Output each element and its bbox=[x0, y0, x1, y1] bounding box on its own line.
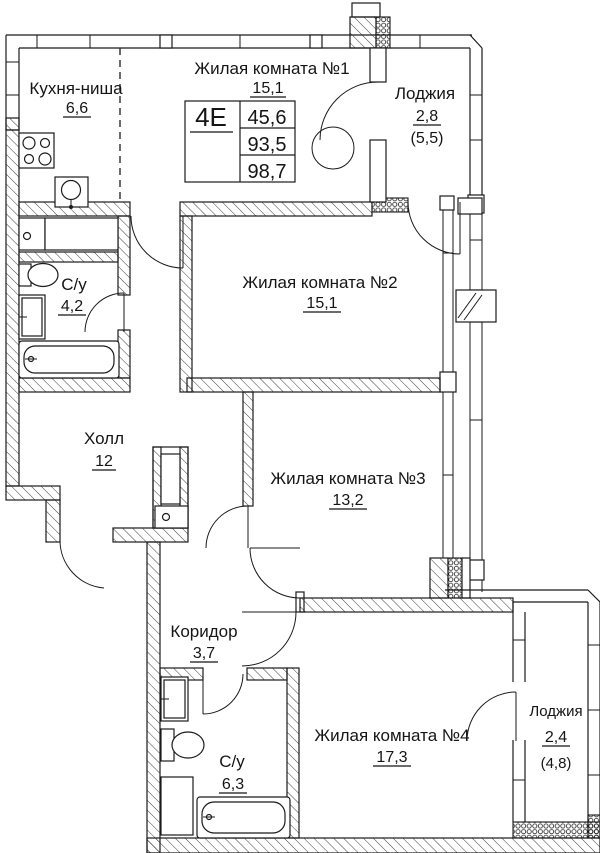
svg-text:Кухня-ниша: Кухня-ниша bbox=[29, 79, 123, 98]
room1-loggia-door-arc bbox=[319, 81, 379, 141]
exterior-walls bbox=[5, 2, 600, 853]
room4-label: Жилая комната №4 17,3 bbox=[314, 726, 470, 767]
bath2-door-arc bbox=[202, 673, 244, 715]
svg-text:6,6: 6,6 bbox=[66, 100, 88, 117]
ac-basket bbox=[455, 289, 497, 323]
svg-text:Холл: Холл bbox=[84, 429, 124, 448]
legend-table: 4Е 45,6 93,5 98,7 bbox=[184, 100, 296, 183]
counter bbox=[44, 217, 119, 251]
svg-text:С/у: С/у bbox=[61, 275, 87, 294]
svg-text:3,7: 3,7 bbox=[193, 645, 215, 662]
hall-label: Холл 12 bbox=[84, 429, 124, 471]
washbasin-2 bbox=[160, 676, 189, 722]
kitchen-label: Кухня-ниша 6,6 bbox=[29, 79, 123, 118]
svg-text:4,2: 4,2 bbox=[61, 298, 83, 315]
svg-text:Коридор: Коридор bbox=[170, 622, 237, 641]
bath2-label: С/у 6,3 bbox=[219, 752, 247, 794]
svg-text:С/у: С/у bbox=[219, 752, 245, 771]
toilet-2 bbox=[160, 728, 205, 762]
bathtub-1 bbox=[18, 340, 120, 379]
room3-door-arc bbox=[249, 547, 301, 599]
kitchen-sink bbox=[54, 176, 89, 209]
stove bbox=[18, 132, 55, 169]
toilet-1 bbox=[18, 262, 59, 288]
svg-text:17,3: 17,3 bbox=[376, 749, 407, 766]
bathtub-2 bbox=[196, 796, 291, 839]
legend-value-1: 45,6 bbox=[248, 107, 287, 129]
svg-text:Лоджия: Лоджия bbox=[529, 703, 582, 720]
room1-label: Жилая комната №1 15,1 bbox=[194, 59, 350, 98]
svg-text:13,2: 13,2 bbox=[332, 492, 363, 509]
svg-text:Лоджия: Лоджия bbox=[395, 84, 455, 103]
svg-text:Жилая комната №1: Жилая комната №1 bbox=[194, 59, 349, 78]
legend-value-2: 93,5 bbox=[248, 134, 287, 156]
room4-loggia-door-arc bbox=[466, 691, 517, 742]
bath2-fixtures bbox=[160, 676, 291, 839]
loggia-top-label: Лоджия 2,8 (5,5) bbox=[395, 84, 455, 147]
kitchen-fixtures bbox=[18, 132, 89, 209]
washbasin-1 bbox=[18, 294, 46, 340]
corridor-label: Коридор 3,7 bbox=[170, 622, 238, 663]
doors bbox=[84, 81, 517, 742]
svg-text:Жилая комната №2: Жилая комната №2 bbox=[242, 273, 397, 292]
svg-text:2,8: 2,8 bbox=[416, 108, 438, 125]
round-table bbox=[311, 126, 355, 170]
room4-door-arc bbox=[241, 611, 297, 667]
room1-door-arc bbox=[130, 215, 184, 269]
loggia-bottom-label: Лоджия 2,4 (4,8) bbox=[529, 703, 582, 772]
cabinet bbox=[160, 776, 194, 836]
svg-text:2,4: 2,4 bbox=[545, 729, 567, 746]
legend-value-3: 98,7 bbox=[248, 161, 287, 183]
room2-loggia-door-arc bbox=[407, 201, 461, 255]
entrance-door-arc bbox=[59, 539, 105, 589]
room3-label: Жилая комната №3 13,2 bbox=[270, 469, 426, 510]
bath1-label: С/у 4,2 bbox=[58, 275, 87, 316]
svg-text:Жилая комната №3: Жилая комната №3 bbox=[270, 469, 425, 488]
bath1-door-arc bbox=[84, 292, 125, 333]
svg-text:15,1: 15,1 bbox=[252, 80, 283, 97]
room2-label: Жилая комната №2 15,1 bbox=[242, 273, 398, 313]
vent-shaft bbox=[152, 446, 189, 529]
bath1-fixtures bbox=[18, 217, 120, 379]
interior-walls bbox=[18, 47, 526, 839]
svg-text:(4,8): (4,8) bbox=[541, 755, 572, 772]
hall-room3-door-arc bbox=[205, 505, 249, 549]
svg-text:Жилая комната №4: Жилая комната №4 bbox=[314, 726, 469, 745]
washing-machine bbox=[18, 217, 46, 251]
room-labels: Кухня-ниша 6,6 Жилая комната №1 15,1 Лод… bbox=[29, 59, 583, 794]
apartment-type-label: 4Е bbox=[195, 102, 227, 132]
svg-text:6,3: 6,3 bbox=[222, 776, 244, 793]
svg-text:(5,5): (5,5) bbox=[411, 130, 444, 147]
svg-text:15,1: 15,1 bbox=[306, 295, 337, 312]
svg-text:12: 12 bbox=[95, 453, 113, 470]
